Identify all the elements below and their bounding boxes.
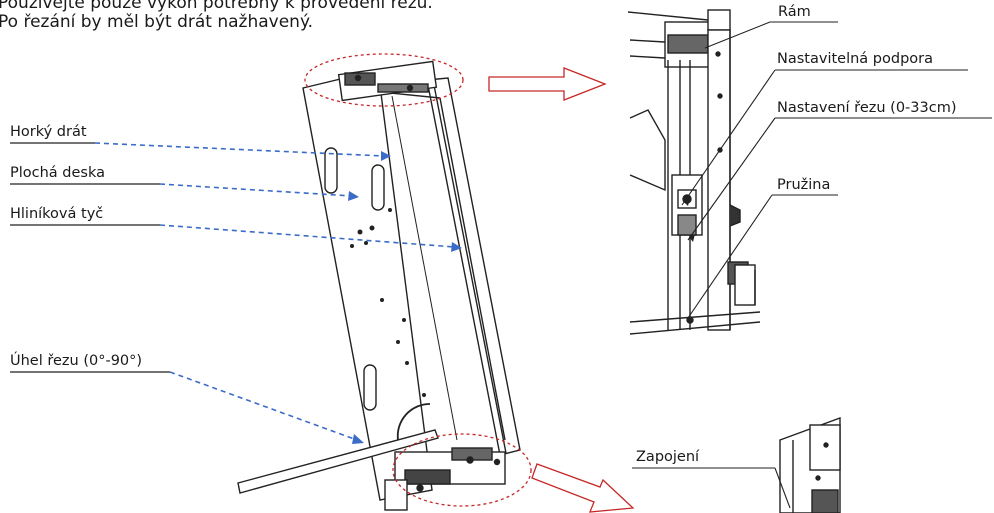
label-aluminium-bar: Hliníková tyč (10, 206, 104, 222)
instruction-line-1: Používejte pouze výkon potřebný k proved… (0, 0, 433, 13)
detail-bottom (779, 416, 841, 513)
board-slot-3 (363, 364, 377, 411)
label-frame: Rám (778, 4, 811, 20)
label-connection: Zapojení (636, 449, 700, 465)
detail-top (627, 9, 761, 335)
aluminium-bar-shape (426, 77, 521, 456)
main-assembly (237, 60, 521, 511)
label-spring: Pružina (777, 177, 831, 193)
bottom-highlight-ellipse (392, 433, 532, 507)
top-highlight-ellipse (304, 53, 464, 107)
label-cut-setting: Nastavení řezu (0-33cm) (777, 100, 957, 116)
label-flat-board: Plochá deska (10, 165, 106, 181)
label-hot-wire: Horký drát (10, 124, 87, 140)
arrow-to-detail-bottom (531, 463, 635, 513)
angle-bar (237, 429, 439, 494)
label-cut-angle: Úhel řezu (0°-90°) (10, 353, 143, 369)
label-adjustable-support: Nastavitelná podpora (777, 51, 933, 67)
arrow-to-detail-top (488, 67, 607, 101)
top-bracket (337, 60, 438, 102)
board-slot-1 (324, 147, 338, 194)
board-slot-2 (371, 164, 385, 211)
instruction-line-2: Po řezání by měl být drát nažhavený. (0, 12, 313, 32)
